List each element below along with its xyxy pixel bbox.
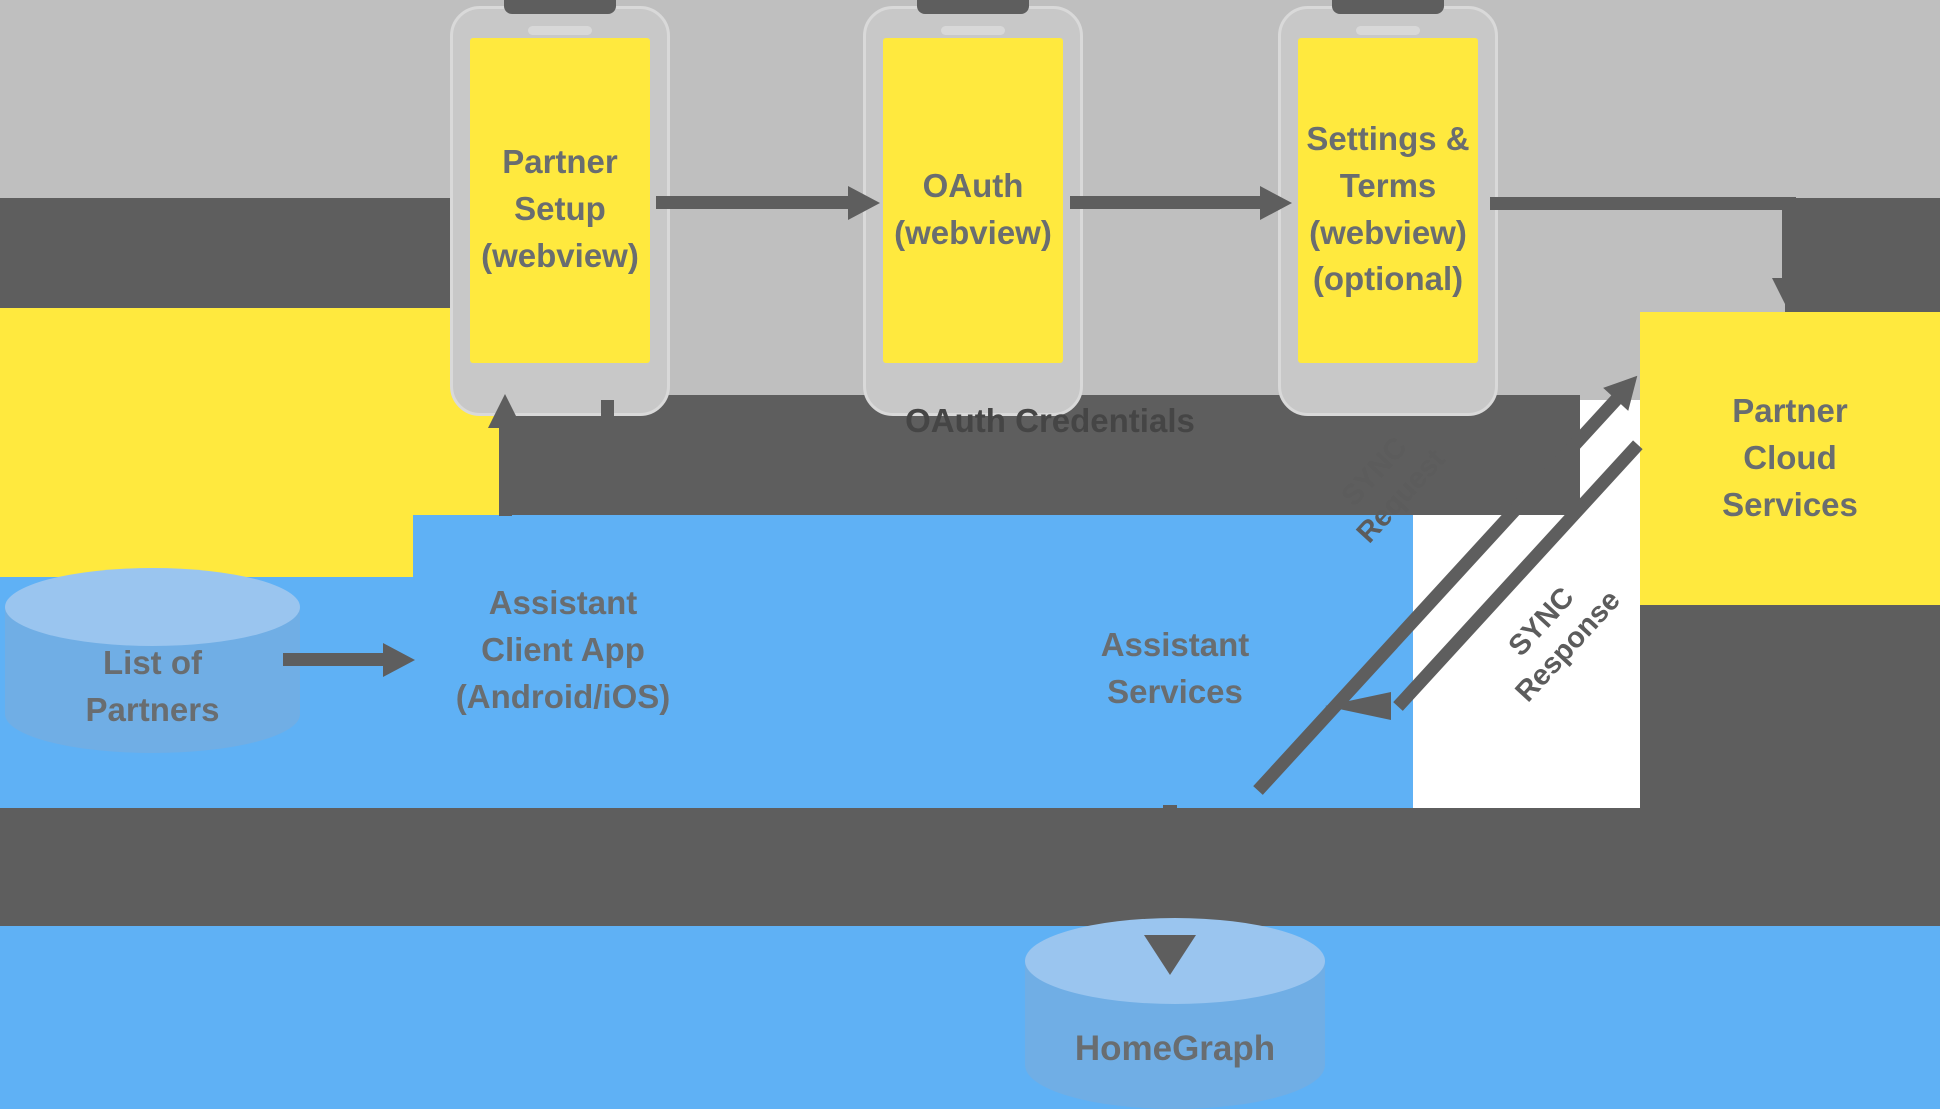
list-of-partners-datastore: List of Partners: [5, 568, 300, 753]
assistant-services-label: Assistant Services: [1100, 626, 1250, 710]
arrow-oauth-to-settings-head: [1260, 186, 1292, 220]
assistant-region: [413, 515, 1413, 808]
phone-earpiece-icon: [528, 26, 592, 35]
homegraph-label: HomeGraph: [1074, 1029, 1276, 1068]
bottom-right-flow-band: [1640, 605, 1940, 815]
phone-earpiece-icon: [941, 26, 1005, 35]
arrow-settings-to-cloud-horizontal: [1490, 197, 1790, 210]
partner-setup-label: Partner Setup (webview): [481, 143, 639, 274]
phone-speaker-icon: [504, 0, 616, 14]
phone-speaker-icon: [1332, 0, 1444, 14]
phone-speaker-icon: [917, 0, 1029, 14]
arrow-settings-to-cloud-vertical: [1782, 197, 1796, 287]
cylinder-top: [5, 568, 300, 646]
phone-earpiece-icon: [1356, 26, 1420, 35]
list-of-partners-label: List of Partners: [85, 644, 220, 728]
assistant-client-app-label: Assistant Client App (Android/iOS): [455, 584, 671, 715]
arrow-setup-to-oauth-shaft: [656, 196, 848, 209]
arrow-settings-to-cloud-head: [1772, 278, 1806, 312]
arrow-credentials-to-services-head: [590, 478, 624, 512]
settings-terms-label: Settings & Terms (webview) (optional): [1306, 119, 1470, 298]
partner-setup-screen: Partner Setup (webview): [470, 38, 650, 363]
arrow-app-to-webview-head: [488, 394, 522, 428]
partner-cloud-services-box: Partner Cloud Services: [1640, 312, 1940, 605]
oauth-credentials-label: OAuth Credentials: [905, 402, 1195, 439]
arrow-app-to-webview-shaft: [499, 428, 512, 516]
oauth-screen: OAuth (webview): [883, 38, 1063, 363]
left-flow-band: [0, 198, 455, 308]
oauth-label: OAuth (webview): [894, 166, 1052, 251]
arrow-partners-to-app-shaft: [283, 653, 383, 666]
sync-response-arrow-head: [1325, 692, 1391, 720]
bottom-blue-band: [0, 926, 1940, 1109]
arrow-services-to-homegraph-shaft: [1163, 805, 1177, 937]
arrow-oauth-to-settings-shaft: [1070, 196, 1260, 209]
partner-cloud-services-label: Partner Cloud Services: [1722, 392, 1858, 523]
arrow-credentials-to-services-shaft: [601, 400, 614, 480]
arrow-services-to-homegraph-head: [1144, 935, 1196, 975]
arrow-setup-to-oauth-head: [848, 186, 880, 220]
bottom-flow-band: [0, 808, 1940, 926]
settings-terms-screen: Settings & Terms (webview) (optional): [1298, 38, 1478, 363]
top-right-flow-band: [1785, 198, 1940, 312]
arrow-partners-to-app-head: [383, 643, 415, 677]
